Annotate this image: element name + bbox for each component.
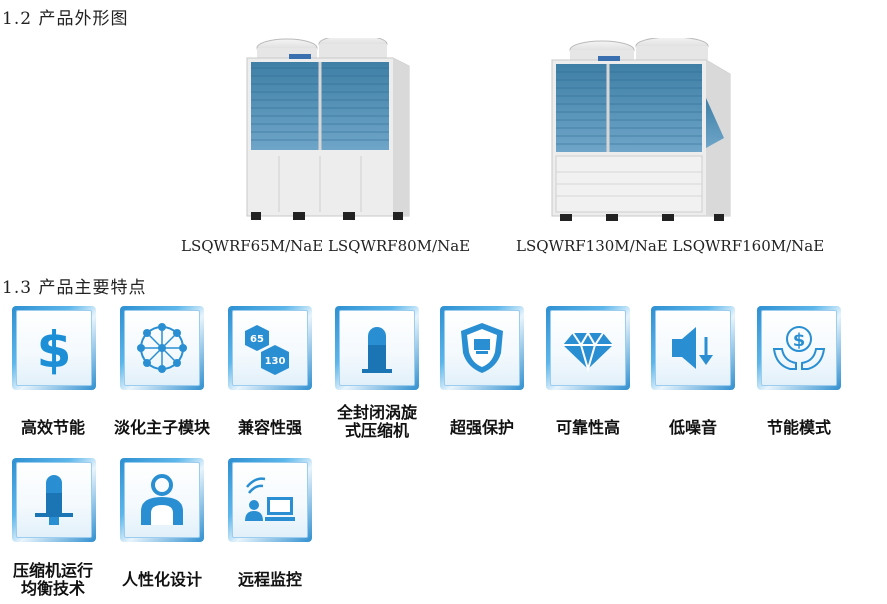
feature-label-module: 淡化主子模块 [113, 418, 210, 437]
product-image-130-160 [546, 36, 736, 226]
feature-label-scroll-compressor-line2: 式压缩机 [344, 421, 409, 440]
svg-text:$: $ [37, 321, 72, 377]
feature-label-efficiency: 高效节能 [20, 418, 85, 437]
network-icon [137, 323, 187, 373]
feature-label-reliability: 可靠性高 [555, 418, 620, 437]
product-image-65-80 [243, 34, 411, 226]
feature-tile-module [120, 306, 204, 390]
feature-label-remote-monitor: 远程监控 [237, 570, 302, 589]
feature-label-compressor-balance-line1: 压缩机运行 [12, 561, 93, 580]
feature-tile-efficiency: $ [12, 306, 96, 390]
svg-text:130: 130 [265, 356, 286, 367]
speaker-low-icon [672, 327, 713, 369]
feature-tile-energy-mode: $ [757, 306, 841, 390]
feature-tile-human-design [120, 458, 204, 542]
feature-tile-reliability [546, 306, 630, 390]
feature-label-compressor-balance-line2: 均衡技术 [20, 579, 85, 598]
product-caption-65-80: LSQWRF65M/NaE LSQWRF80M/NaE [181, 237, 471, 255]
feature-label-low-noise: 低噪音 [668, 418, 717, 437]
section-title-appearance: 1.2 产品外形图 [2, 9, 129, 29]
section-title-features: 1.3 产品主要特点 [2, 278, 147, 298]
feature-tile-compressor-balance [12, 458, 96, 542]
feature-label-human-design: 人性化设计 [121, 570, 202, 589]
feature-label-scroll-compressor-line1: 全封闭涡旋 [336, 403, 417, 422]
feature-label-protection: 超强保护 [449, 418, 514, 437]
compressor-balance-icon [35, 475, 73, 525]
feature-tile-remote-monitor [228, 458, 312, 542]
feature-tile-low-noise [651, 306, 735, 390]
shield-icon [461, 323, 503, 373]
feature-tile-scroll-compressor [335, 306, 419, 390]
compressor-icon [362, 327, 392, 373]
remote-monitor-icon [245, 477, 295, 521]
feature-label-compressor-balance: 压缩机运行 均衡技术 [0, 562, 108, 598]
feature-tile-compatibility: 65 130 [228, 306, 312, 390]
hands-dollar-icon: $ [772, 326, 826, 370]
svg-text:$: $ [793, 330, 806, 351]
feature-label-compatibility: 兼容性强 [237, 418, 302, 437]
dollar-icon: $ [37, 321, 72, 377]
person-icon [141, 474, 183, 525]
diamond-icon [563, 331, 613, 373]
svg-text:65: 65 [250, 334, 264, 345]
feature-label-scroll-compressor: 全封闭涡旋 式压缩机 [322, 404, 432, 440]
product-caption-130-160: LSQWRF130M/NaE LSQWRF160M/NaE [516, 237, 825, 255]
chiller-unit-large-illustration [551, 36, 731, 221]
hexagon-65-130-icon: 65 130 [245, 325, 289, 375]
chiller-unit-small-illustration [246, 34, 410, 220]
feature-label-energy-mode: 节能模式 [766, 418, 831, 437]
feature-tile-protection [440, 306, 524, 390]
